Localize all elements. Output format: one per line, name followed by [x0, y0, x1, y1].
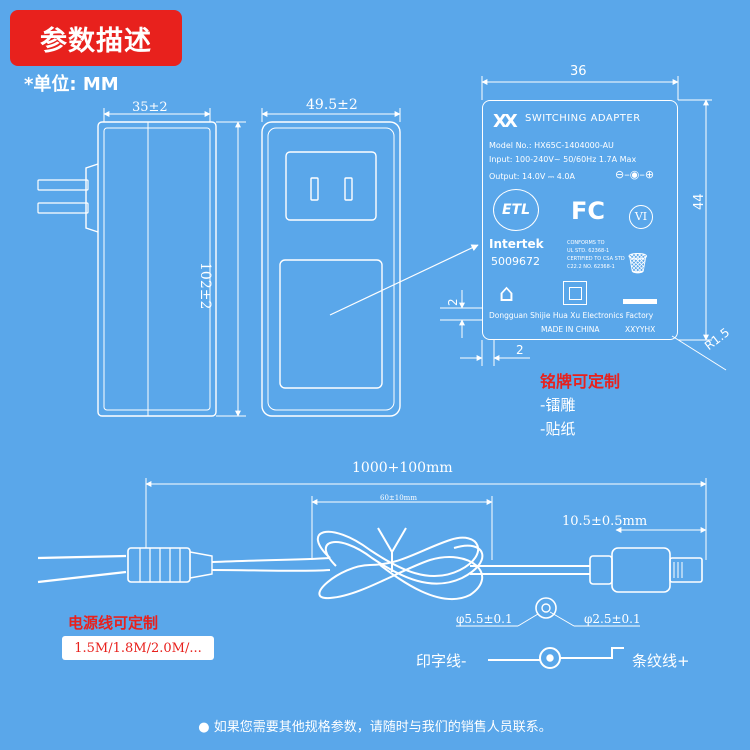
outer-diameter-label: φ5.5±0.1 — [456, 612, 513, 626]
coil-length-label: 60±10mm — [380, 494, 417, 502]
house-icon: ⌂ — [499, 279, 515, 307]
nameplate-made-in: MADE IN CHINA — [541, 325, 600, 334]
intertek-number: 5009672 — [491, 255, 540, 268]
polarity-symbol — [488, 647, 624, 669]
polarity-right-label: 条纹线+ — [632, 652, 690, 670]
cord-lengths-box: 1.5M/1.8M/2.0M/... — [62, 636, 214, 660]
plug-length-label: 10.5±0.5mm — [562, 514, 648, 529]
nameplate-input: Input: 100-240V~ 50/60Hz 1.7A Max — [489, 155, 637, 164]
side-view — [37, 121, 217, 417]
front-width-label: 49.5±2 — [306, 97, 358, 113]
vi-mark-icon: VI — [629, 205, 653, 229]
polarity-mark-icon: ⊖–◉–⊕ — [615, 168, 655, 181]
height-label: 102±2 — [197, 262, 213, 310]
polarity-left-label: 印字线- — [416, 652, 467, 670]
conforms-text: CONFORMS TO UL STD. 62368-1 CERTIFIED TO… — [567, 240, 625, 270]
label-width-label: 36 — [570, 64, 587, 79]
page-title: 参数描述 — [10, 10, 182, 66]
plug-cross-section — [456, 597, 640, 627]
nameplate-card: XX SWITCHING ADAPTER Model No.: HX65C-14… — [482, 100, 678, 340]
nameplate-model: Model No.: HX65C-1404000-AU — [489, 141, 614, 150]
brand-logo-icon: XX — [493, 111, 518, 132]
double-insulation-icon — [563, 281, 587, 305]
intertek-mark: Intertek — [489, 237, 544, 251]
nameplate-option-laser: -镭雕 — [540, 396, 576, 414]
cable-drawing — [37, 478, 707, 601]
unit-note: *单位: MM — [24, 74, 119, 95]
front-view — [261, 121, 479, 417]
label-height-label: 44 — [692, 193, 707, 210]
nameplate-option-sticker: -贴纸 — [540, 420, 576, 438]
nameplate-output: Output: 14.0V ⎓ 4.0A — [489, 172, 575, 181]
weee-bin-icon: 🗑 — [625, 251, 651, 275]
nameplate-code: XXYYHX — [625, 325, 656, 334]
cable-length-label: 1000+100mm — [352, 460, 453, 476]
footer-note: ● 如果您需要其他规格参数，请随时与我们的销售人员联系。 — [198, 720, 552, 735]
nameplate-custom-title: 铭牌可定制 — [540, 372, 621, 391]
cord-custom-title: 电源线可定制 — [68, 614, 159, 632]
nameplate-factory: Dongguan Shijie Hua Xu Electronics Facto… — [489, 311, 654, 320]
side-width-label: 35±2 — [132, 100, 168, 115]
weee-bar-icon — [623, 299, 657, 304]
fc-mark-icon: FC — [571, 197, 606, 225]
etl-mark-icon: ETL — [493, 189, 539, 231]
margin-top-label: 2 — [446, 298, 460, 306]
margin-left-label: 2 — [516, 343, 524, 357]
inner-diameter-label: φ2.5±0.1 — [584, 612, 641, 626]
nameplate-title: SWITCHING ADAPTER — [525, 113, 641, 124]
